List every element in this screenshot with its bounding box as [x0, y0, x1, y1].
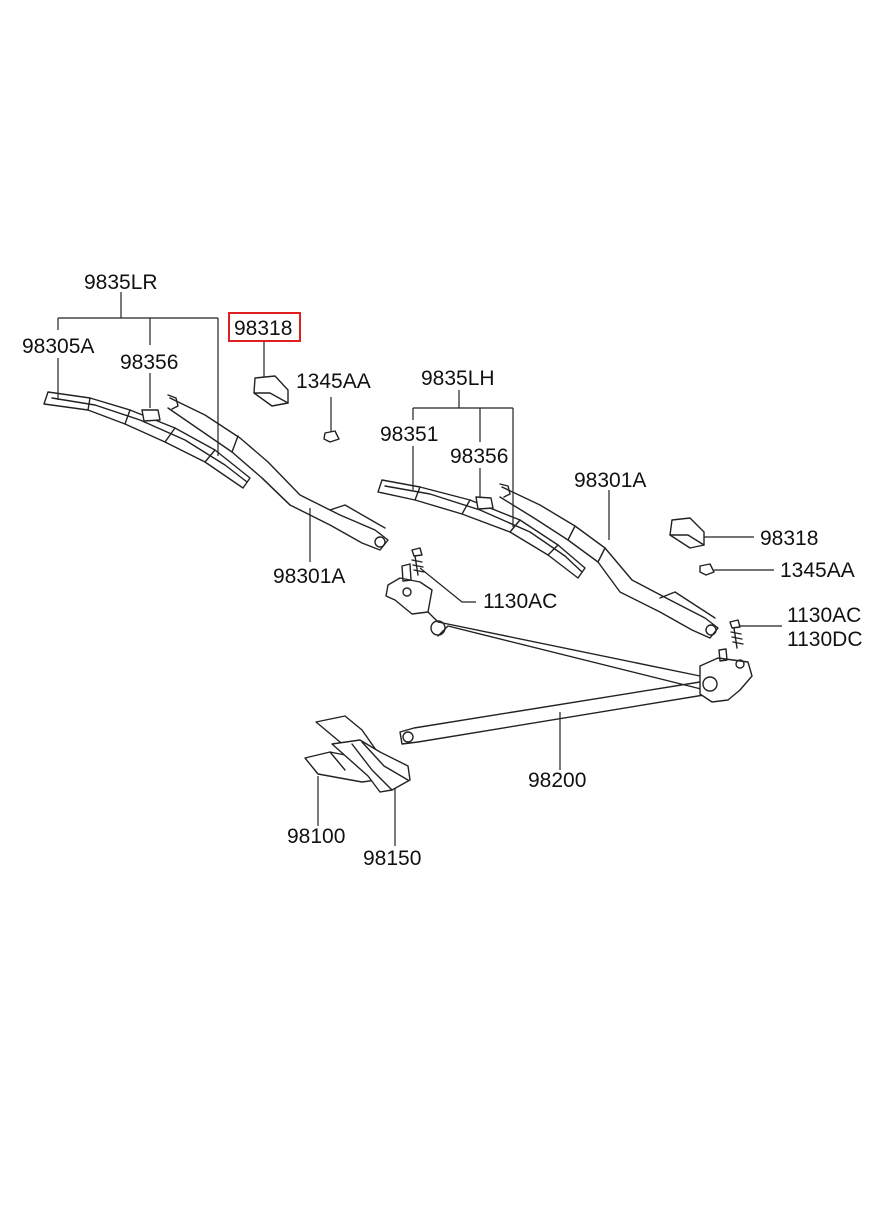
- leader-lines: [57, 292, 782, 846]
- label-98301a-lh[interactable]: 98301A: [574, 469, 646, 492]
- arm-nut-rh[interactable]: [323, 430, 340, 443]
- wiper-arm-rh[interactable]: [167, 394, 389, 551]
- wiper-arm-lh[interactable]: [499, 483, 719, 639]
- label-1345aa-lh[interactable]: 1345AA: [780, 559, 855, 582]
- arm-cover-cap-lh[interactable]: [669, 517, 705, 549]
- motor-bracket[interactable]: [331, 739, 411, 793]
- label-98305a[interactable]: 98305A: [22, 335, 94, 358]
- label-1130ac-lh[interactable]: 1130AC: [787, 604, 861, 627]
- label-1130dc-lh[interactable]: 1130DC: [787, 628, 863, 651]
- label-1130ac-rh[interactable]: 1130AC: [483, 590, 557, 613]
- label-98200[interactable]: 98200: [528, 769, 586, 792]
- arm-nut-lh[interactable]: [699, 563, 715, 576]
- arm-cover-cap-rh[interactable]: [253, 375, 289, 407]
- label-9835lh[interactable]: 9835LH: [421, 367, 495, 390]
- label-98150[interactable]: 98150: [363, 847, 421, 870]
- wiper-linkage[interactable]: [399, 611, 753, 745]
- blade-insert-rh[interactable]: [141, 409, 161, 422]
- label-98318-lh[interactable]: 98318: [760, 527, 818, 550]
- pivot-assembly-rh[interactable]: [385, 547, 433, 615]
- highlight-box: [228, 312, 301, 342]
- wiper-blade-lh[interactable]: [377, 479, 586, 579]
- blade-insert-lh[interactable]: [475, 496, 494, 510]
- label-9835lr[interactable]: 9835LR: [84, 271, 158, 294]
- label-98100[interactable]: 98100: [287, 825, 345, 848]
- label-98356-lh[interactable]: 98356: [450, 445, 508, 468]
- label-98301a-rh[interactable]: 98301A: [273, 565, 345, 588]
- label-98351[interactable]: 98351: [380, 423, 438, 446]
- label-98318-highlighted[interactable]: 98318: [234, 317, 292, 340]
- wiper-blade-rh[interactable]: [43, 391, 251, 489]
- label-1345aa-rh[interactable]: 1345AA: [296, 370, 371, 393]
- label-98356-rh[interactable]: 98356: [120, 351, 178, 374]
